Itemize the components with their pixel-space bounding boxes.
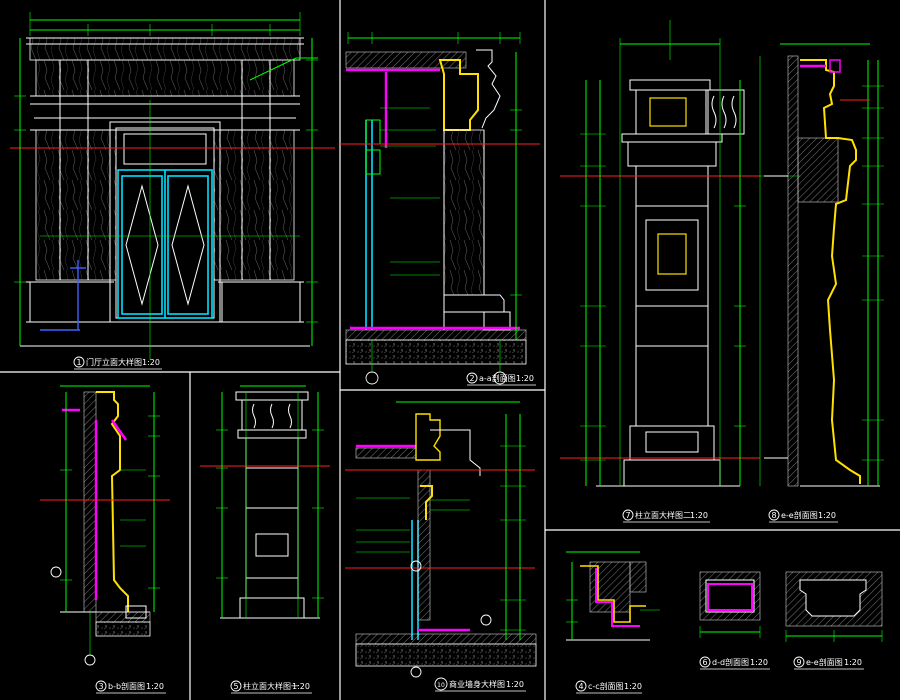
panel-section-bb [40, 385, 170, 666]
title-panel-3: 3 b-b剖面图 1:20 [95, 680, 166, 694]
title-number: 1 [76, 358, 81, 367]
title-scale: 1:20 [844, 658, 862, 667]
title-scale: 1:20 [624, 682, 642, 691]
title-scale: 1:20 [146, 682, 164, 691]
title-text: 门厅立面大样图 [86, 357, 142, 367]
title-text: b-b剖面图 [108, 681, 145, 691]
title-text: a-a剖面图 [479, 373, 516, 383]
title-text: d-d剖面图 [712, 657, 749, 667]
title-panel-1: 1 门厅立面大样图 1:20 [73, 356, 162, 370]
title-scale: 1:20 [690, 511, 708, 520]
title-number: 10 [437, 682, 445, 689]
title-number: 9 [796, 658, 801, 667]
panel-section-ee-small [785, 571, 883, 642]
panel-section-aa [340, 32, 540, 385]
panel-section-dd [699, 571, 761, 638]
title-scale: 1:20 [506, 680, 524, 689]
title-text: 柱立面大样图一 [243, 681, 299, 691]
panel-hall-elevation [10, 12, 335, 360]
title-panel-4: 4 c-c剖面图 1:20 [575, 680, 642, 694]
title-scale: 1:20 [750, 658, 768, 667]
title-panel-6: 6 d-d剖面图 1:20 [699, 656, 770, 670]
title-text: e-e剖面图 [806, 657, 843, 667]
panel-column-elevation-1 [200, 385, 330, 619]
drawing-titles: 1 门厅立面大样图 1:20 2 a-a剖面图 1:20 3 b-b剖面图 1:… [73, 356, 864, 694]
title-number: 8 [771, 511, 776, 520]
title-number: 6 [702, 658, 707, 667]
title-number: 2 [469, 374, 474, 383]
title-text: 商业墙身大样图 [449, 679, 505, 689]
title-scale: 1:20 [142, 358, 160, 367]
title-number: 7 [625, 511, 630, 520]
panel-column-elevation-2 [560, 20, 760, 487]
panel-commercial-wall-detail [345, 401, 537, 678]
title-panel-8: 8 e-e剖面图 1:20 [768, 509, 838, 523]
panel-section-ee-tall [759, 43, 884, 487]
title-number: 3 [98, 682, 103, 691]
title-number: 4 [578, 682, 583, 691]
title-text: e-e剖面图 [781, 510, 818, 520]
title-scale: 1:20 [516, 374, 534, 383]
title-panel-2: 2 a-a剖面图 1:20 [466, 372, 536, 386]
title-scale: 1:20 [292, 682, 310, 691]
title-panel-10: 10 商业墙身大样图 1:20 [434, 677, 526, 692]
title-panel-9: 9 e-e剖面图 1:20 [793, 656, 864, 670]
title-number: 5 [233, 682, 238, 691]
panel-section-cc [566, 551, 660, 641]
title-panel-7: 7 柱立面大样图二 1:20 [622, 509, 710, 523]
title-scale: 1:20 [818, 511, 836, 520]
title-text: 柱立面大样图二 [635, 510, 691, 520]
title-text: c-c剖面图 [588, 681, 624, 691]
title-panel-5: 5 柱立面大样图一 1:20 [230, 680, 312, 694]
